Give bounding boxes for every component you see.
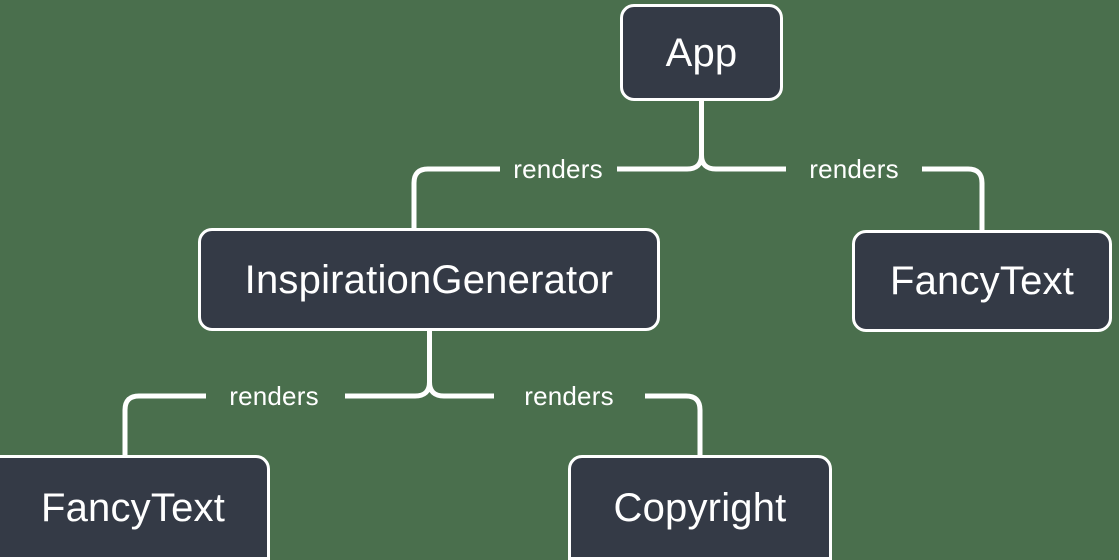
node-inspirationgenerator-label: InspirationGenerator — [244, 257, 614, 302]
edge-label-inspirationgenerator-to-copyright: renders — [524, 381, 614, 411]
edge-label-inspirationgenerator-to-fancytext-left: renders — [229, 381, 319, 411]
node-inspirationgenerator[interactable]: InspirationGenerator — [198, 228, 660, 331]
node-app[interactable]: App — [620, 4, 783, 101]
node-fancytext-right-label: FancyText — [889, 259, 1075, 303]
node-fancytext-left-label: FancyText — [40, 485, 226, 530]
node-copyright-label: Copyright — [613, 485, 787, 530]
node-app-label: App — [665, 30, 738, 75]
edge-label-app-to-fancytext-right: renders — [809, 154, 899, 184]
node-fancytext-left[interactable]: FancyText — [0, 455, 270, 560]
node-fancytext-right[interactable]: FancyText — [852, 230, 1112, 332]
node-copyright[interactable]: Copyright — [568, 455, 832, 560]
edge-label-app-to-inspirationgenerator: renders — [513, 154, 603, 184]
